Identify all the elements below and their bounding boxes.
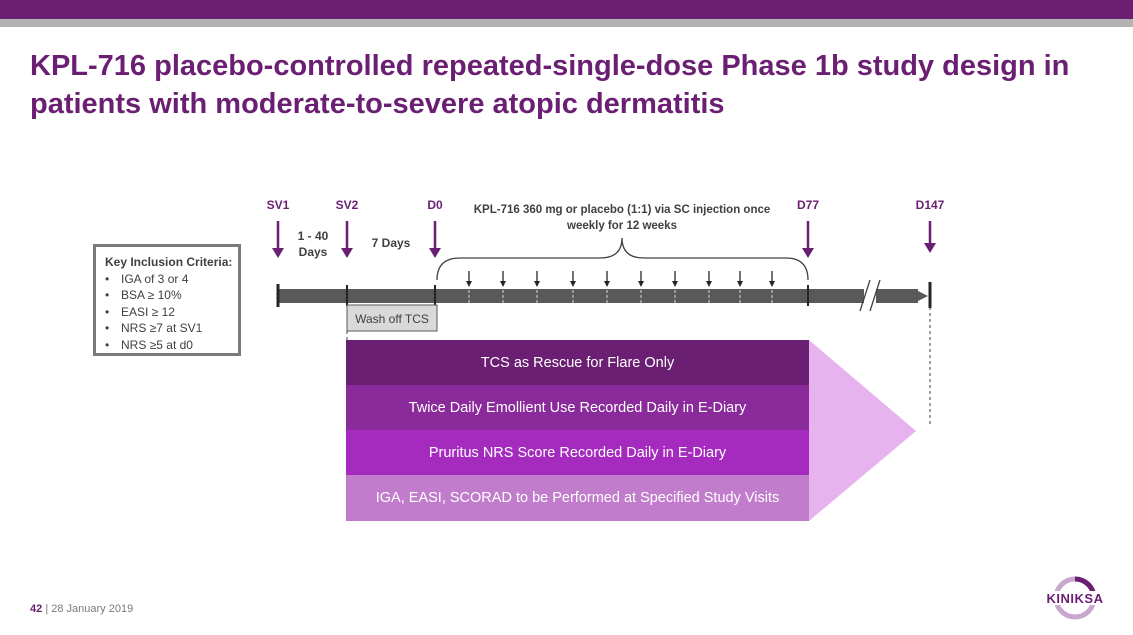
washoff-box bbox=[346, 304, 438, 332]
band-pruritus-nrs: Pruritus NRS Score Recorded Daily in E-D… bbox=[346, 430, 809, 475]
visit-label-sv1: SV1 bbox=[267, 198, 290, 212]
weekly-dose-arrow-head bbox=[706, 281, 712, 287]
criteria-item: EASI ≥ 12 bbox=[105, 304, 238, 321]
dosing-label-line2: weekly for 12 weeks bbox=[566, 220, 677, 232]
footer: 42 | 28 January 2019 bbox=[30, 603, 133, 615]
criteria-item: BSA ≥ 10% bbox=[105, 287, 238, 304]
band-assessments: IGA, EASI, SCORAD to be Performed at Spe… bbox=[346, 475, 809, 521]
weekly-dose-arrow-head bbox=[570, 281, 576, 287]
timeline-bar bbox=[278, 289, 918, 303]
visit-arrows bbox=[272, 221, 936, 258]
weekly-dose-arrow-head bbox=[534, 281, 540, 287]
weekly-dose-arrow-head bbox=[638, 281, 644, 287]
logo-text: KINIKSA bbox=[1047, 591, 1104, 606]
weekly-dose-arrow-head bbox=[466, 281, 472, 287]
arrow-sv1-head bbox=[272, 248, 284, 258]
interval-2-label: 7 Days bbox=[372, 236, 411, 250]
key-inclusion-criteria-box: Key Inclusion Criteria: IGA of 3 or 4 BS… bbox=[93, 244, 241, 356]
weekly-dose-arrows bbox=[466, 271, 775, 303]
weekly-dose-arrow-head bbox=[737, 281, 743, 287]
band-emollient: Twice Daily Emollient Use Recorded Daily… bbox=[346, 385, 809, 430]
criteria-item: IGA of 3 or 4 bbox=[105, 271, 238, 288]
visit-label-d147: D147 bbox=[916, 198, 945, 212]
weekly-dose-arrow-head bbox=[672, 281, 678, 287]
footer-date: 28 January 2019 bbox=[51, 603, 134, 615]
criteria-item: NRS ≥5 at d0 bbox=[105, 337, 238, 354]
arrow-tip bbox=[809, 340, 916, 521]
criteria-item: NRS ≥7 at SV1 bbox=[105, 320, 238, 337]
page-title: KPL-716 placebo-controlled repeated-sing… bbox=[30, 50, 1070, 120]
dosing-label-line1: KPL-716 360 mg or placebo (1:1) via SC i… bbox=[474, 204, 771, 216]
visit-dividers bbox=[346, 285, 809, 306]
weekly-dose-arrow-head bbox=[500, 281, 506, 287]
washoff-label: Wash off TCS bbox=[355, 312, 429, 326]
weekly-dose-arrow-head bbox=[604, 281, 610, 287]
weekly-dose-arrow-head bbox=[769, 281, 775, 287]
arrow-d147-head bbox=[924, 243, 936, 253]
arrow-sv2-head bbox=[341, 248, 353, 258]
page-number: 42 bbox=[30, 603, 43, 615]
dosing-brace bbox=[436, 237, 809, 281]
visit-label-d0: D0 bbox=[427, 198, 443, 212]
band-tcs-rescue: TCS as Rescue for Flare Only bbox=[346, 340, 809, 385]
interval-1-line1: 1 - 40 bbox=[298, 229, 329, 243]
arrow-d0-head bbox=[429, 248, 441, 258]
footer-separator: | bbox=[45, 603, 52, 615]
timeline-bar-head bbox=[914, 289, 928, 303]
visit-label-d77: D77 bbox=[797, 198, 819, 212]
criteria-list: IGA of 3 or 4 BSA ≥ 10% EASI ≥ 12 NRS ≥7… bbox=[105, 271, 238, 354]
interval-1-line2: Days bbox=[299, 245, 328, 259]
arrow-d77-head bbox=[802, 248, 814, 258]
header-bar bbox=[0, 0, 1133, 19]
timeline-break bbox=[859, 279, 881, 312]
visit-label-sv2: SV2 bbox=[336, 198, 359, 212]
criteria-heading: Key Inclusion Criteria: bbox=[105, 255, 233, 269]
header-stripe bbox=[0, 19, 1133, 27]
kiniksa-logo: KINIKSA bbox=[1042, 576, 1108, 620]
